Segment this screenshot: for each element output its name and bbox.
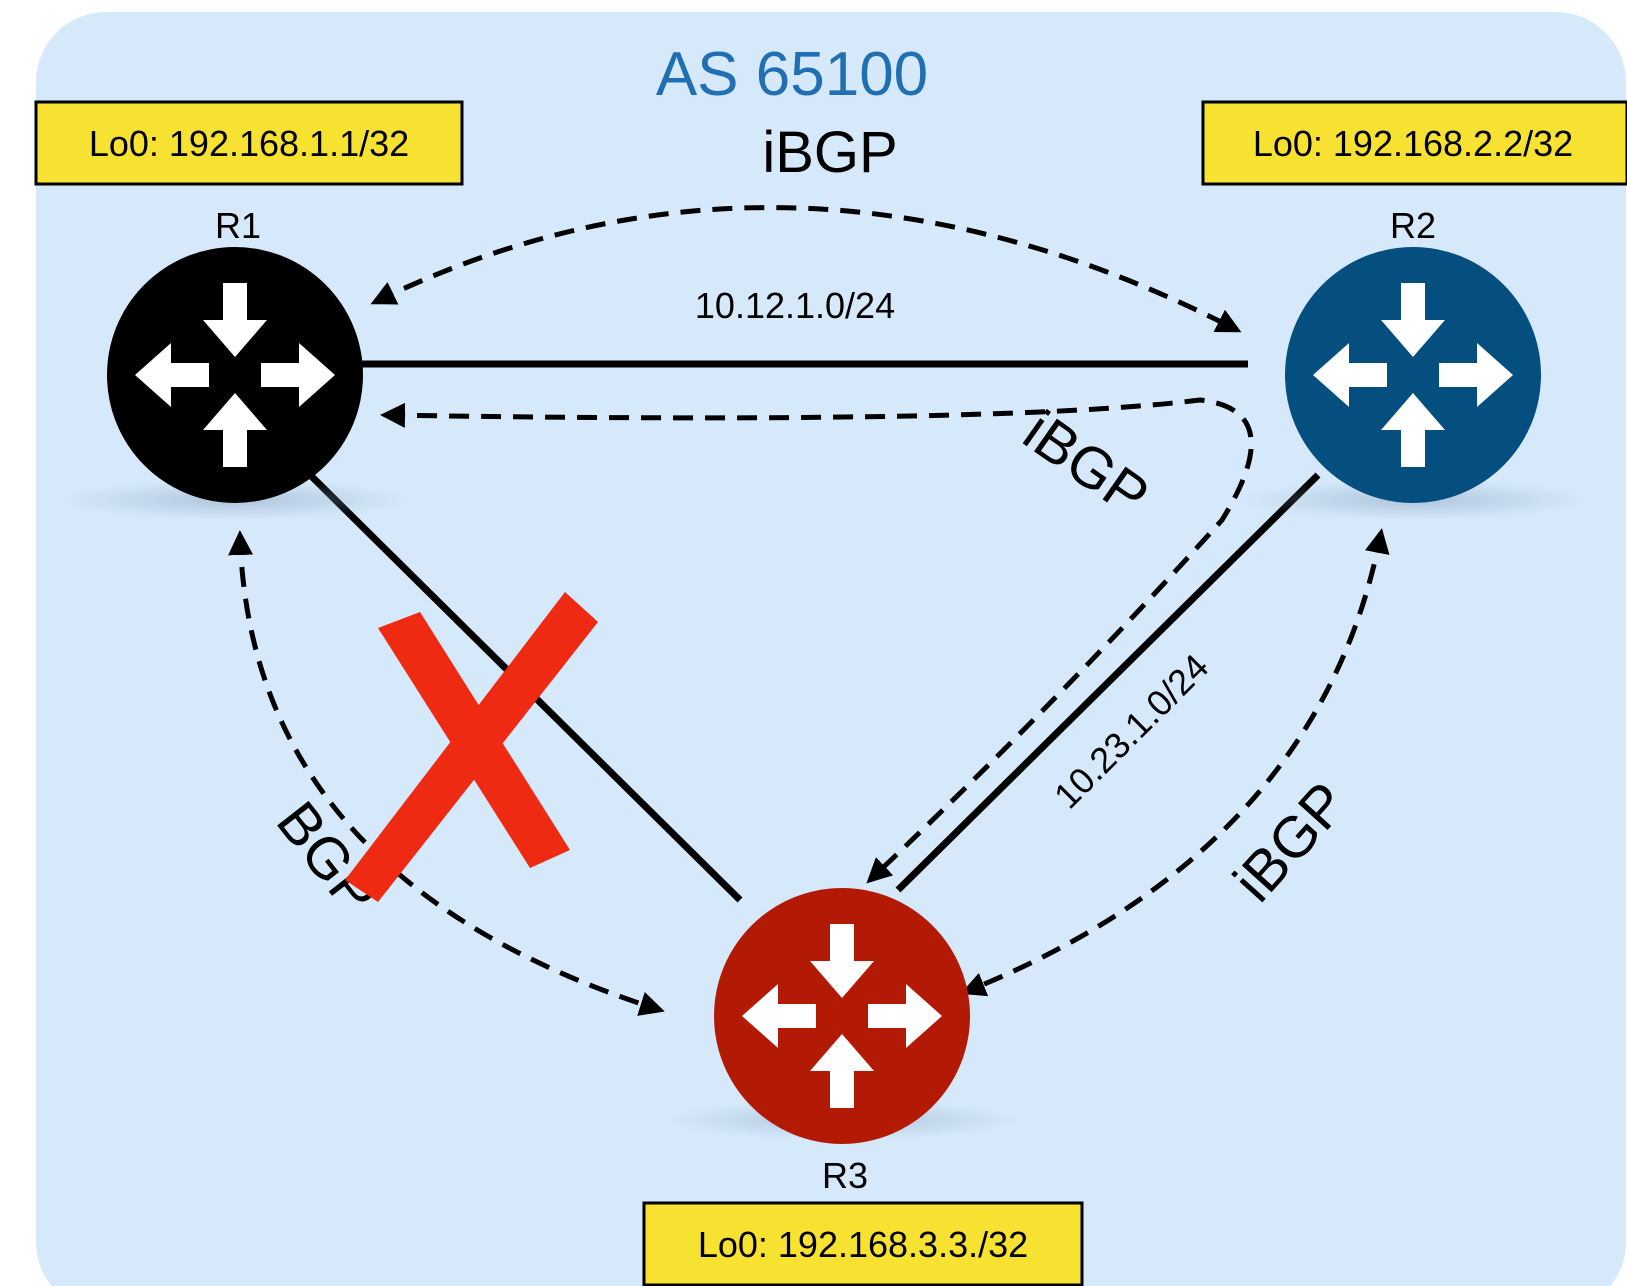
loopback-box-r3 xyxy=(642,1201,1084,1286)
r1-body xyxy=(107,247,363,503)
loopback-label-r2: Lo0: 192.168.2.2/32 xyxy=(1253,123,1573,164)
router-name-r1: R1 xyxy=(215,205,261,246)
r3-body xyxy=(714,888,970,1144)
session-label-r1-r2: iBGP xyxy=(762,120,897,185)
router-name-r2: R2 xyxy=(1390,205,1436,246)
ibgp-session-r1-r2 xyxy=(370,205,1242,333)
ibgp-session-r2-r3-right xyxy=(960,528,1390,997)
cross-icon xyxy=(345,592,598,902)
loopback-label-r1: Lo0: 192.168.1.1/32 xyxy=(89,123,409,164)
loopback-box-r1 xyxy=(34,100,464,186)
loopback-box-r2 xyxy=(1201,100,1627,186)
router-r1[interactable] xyxy=(107,247,363,503)
router-r2[interactable] xyxy=(1285,247,1541,503)
router-name-r3: R3 xyxy=(822,1155,868,1196)
link-label-r1-r2: 10.12.1.0/24 xyxy=(695,285,895,326)
router-r3[interactable] xyxy=(714,888,970,1144)
r2-body xyxy=(1285,247,1541,503)
as-title: AS 65100 xyxy=(656,40,928,109)
loopback-label-r3: Lo0: 192.168.3.3./32 xyxy=(698,1224,1028,1265)
